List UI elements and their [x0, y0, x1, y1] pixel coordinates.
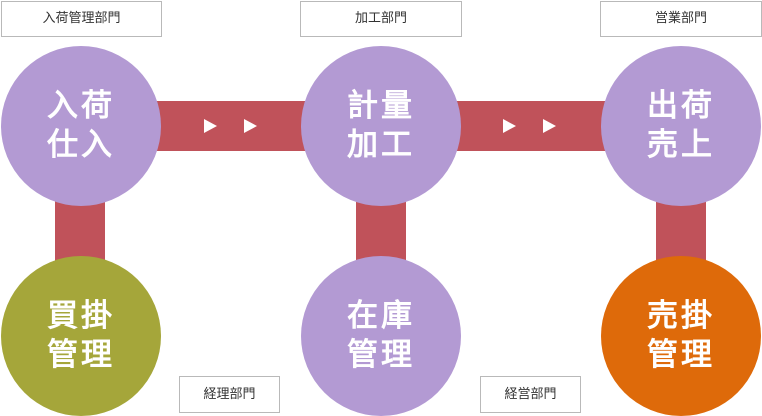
connector-processing-to-shipping: [450, 101, 610, 151]
flow-arrow-icon: [543, 119, 556, 133]
dept-label-receiving: 入荷管理部門: [1, 1, 162, 37]
node-accounts-payable: 買掛 管理: [1, 256, 161, 416]
dept-label-accounting: 経理部門: [179, 376, 280, 413]
flow-arrow-icon: [244, 119, 257, 133]
node-line: 管理: [347, 337, 415, 373]
node-line: 仕入: [47, 127, 115, 163]
node-line: 入荷: [47, 88, 115, 124]
node-accounts-receivable: 売掛 管理: [601, 256, 761, 416]
node-line: 管理: [47, 337, 115, 373]
node-line: 売上: [647, 127, 715, 163]
node-receiving-purchasing: 入荷 仕入: [1, 46, 161, 206]
dept-label-operations: 経営部門: [480, 376, 581, 413]
node-weighing-processing: 計量 加工: [301, 46, 461, 206]
flow-arrow-icon: [204, 119, 217, 133]
dept-label-sales: 営業部門: [600, 1, 762, 37]
node-line: 在庫: [347, 298, 415, 334]
node-line: 計量: [347, 88, 415, 124]
dept-label-processing: 加工部門: [300, 1, 462, 37]
flow-arrow-icon: [503, 119, 516, 133]
connector-receiving-to-processing: [150, 101, 310, 151]
node-line: 管理: [647, 337, 715, 373]
node-line: 出荷: [647, 88, 715, 124]
node-line: 売掛: [647, 298, 715, 334]
node-line: 買掛: [47, 298, 115, 334]
node-line: 加工: [347, 127, 415, 163]
node-inventory-management: 在庫 管理: [301, 256, 461, 416]
node-shipping-sales: 出荷 売上: [601, 46, 761, 206]
